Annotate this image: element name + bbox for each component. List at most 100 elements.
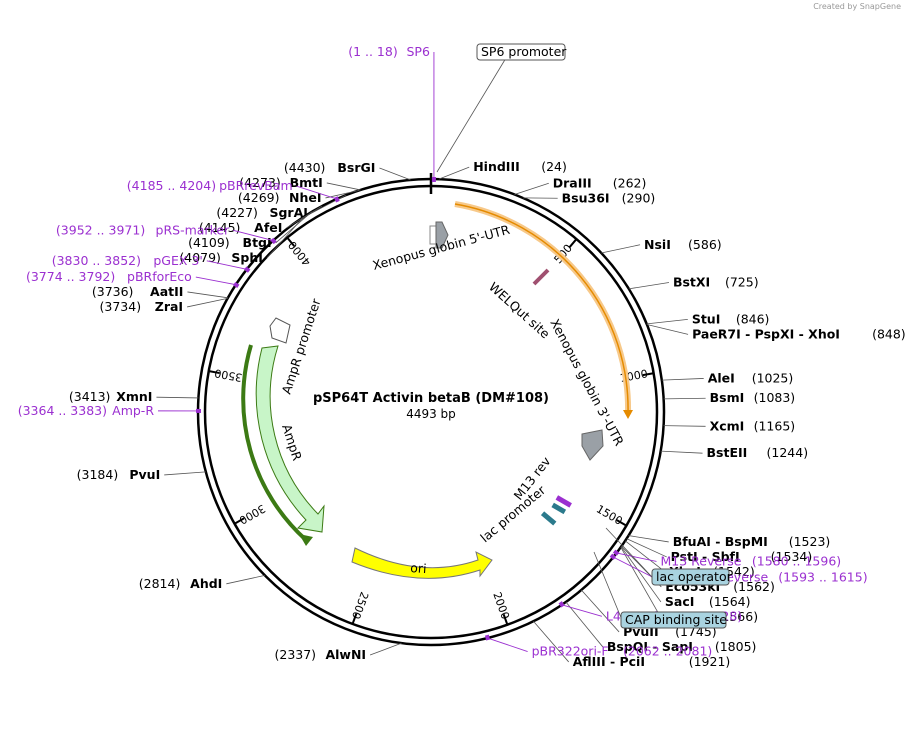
m13-rev-mark[interactable] [555,495,572,508]
restriction-site-label[interactable]: DraIII(262) [553,175,647,190]
restriction-site-label[interactable]: SgrAI(4227) [216,205,308,220]
primer-mark [243,266,251,273]
primer-label[interactable]: pBRforEco(3774 .. 3792) [26,269,192,284]
lac-operator-box[interactable]: lac operator [605,527,733,586]
sp6-promoter-box[interactable]: SP6 promoter [436,43,567,173]
primer-label[interactable]: pRS-marker(3952 .. 3971) [56,222,230,237]
restriction-site-label[interactable]: HindIII(24) [473,159,567,174]
restriction-site-label[interactable]: XmnI(3413) [69,389,153,404]
lac-operator-mark[interactable] [551,502,567,515]
primer-leader-line [616,552,657,562]
site-name: BsrGI [337,160,375,175]
primer-mark [334,196,340,203]
restriction-site-label[interactable]: AfeI(4145) [199,220,283,235]
restriction-site-label[interactable]: AflIII - PciI(1921) [573,654,731,669]
site-coord: (1025) [752,370,794,385]
restriction-site-label[interactable]: BsrGI (4430) [284,160,376,175]
restriction-site-label[interactable]: PvuI(3184) [77,467,161,482]
primer-mark [270,237,277,245]
site-coord: (846) [736,311,770,326]
site-name: SgrAI [269,205,307,220]
site-leader-line [164,471,206,476]
primer-label[interactable]: pBR322ori-F(2062 .. 2081) [532,644,713,659]
site-name: ZraI [155,299,183,314]
restriction-site-label[interactable]: AatII(3736) [92,284,184,299]
primer-mark [233,281,240,289]
primer-coord: (1580 .. 1596) [752,553,841,568]
restriction-site-label[interactable]: BspQI - SapI(1805) [607,639,757,654]
site-name: NheI [289,190,322,205]
site-coord: (586) [688,237,722,252]
site-name: NsiI [644,237,671,252]
xenopus-5utr-arrow[interactable] [435,221,449,249]
site-name: BmtI [290,175,323,190]
restriction-site-label[interactable]: PaeR7I - PspXI - XhoI(848) [692,326,906,341]
welqut-label: WELQut site [486,279,553,341]
primer-name: pBRrevBam [219,178,293,193]
ampr-outer-arc[interactable] [241,344,308,542]
site-name: BspQI - SapI [607,639,693,654]
xenopus-3utr-arrow[interactable] [581,429,604,461]
site-leader-line [187,297,228,308]
restriction-site-label[interactable]: XcmI (1165) [710,418,796,433]
site-coord: (725) [725,274,759,289]
restriction-site-label[interactable]: StuI(846) [692,311,770,326]
site-coord: (4430) [284,160,326,175]
primer-name: pGEX 3' [153,253,202,268]
site-coord: (2337) [274,647,316,662]
primer-label[interactable]: Amp-R(3364 .. 3383) [18,403,155,418]
primer-label[interactable]: pBRrevBam(4185 .. 4204) [127,178,293,193]
plasmid-name: pSP64T Activin betaB (DM#108) [313,391,549,406]
primer-name: pBR322ori-F [532,644,609,659]
restriction-site-label[interactable]: NsiI (586) [644,237,722,252]
restriction-site-label[interactable]: NheI (4269) [238,190,322,205]
restriction-sites: HindIII(24)DraIII(262)Bsu36I(290) NsiI (58… [69,159,906,669]
primer-coord: (1 .. 18) [348,44,398,59]
site-name: Bsu36I [562,190,610,205]
cap-binding-box[interactable]: CAP binding site [593,551,727,629]
tick-label: 3000 [237,502,268,527]
site-name: AlwNI [325,647,366,662]
lac-promoter-mark[interactable] [540,511,557,526]
ori-arrow[interactable] [351,547,493,579]
site-name: BstEII [707,445,748,460]
site-name: SphI [231,250,263,265]
site-name: AleI [708,370,735,385]
restriction-site-label[interactable]: BsmI(1083) [710,390,796,405]
site-coord: (1165) [754,418,796,433]
restriction-site-label[interactable]: BfuAI - BspMI(1523) [673,534,831,549]
site-coord: (3184) [77,467,119,482]
restriction-site-label[interactable]: ZraI (3734) [100,299,184,314]
site-leader-line [628,282,670,290]
restriction-site-label[interactable]: SacI(1564) [665,594,751,609]
site-leader-line [646,318,688,325]
site-leader-line [369,642,402,656]
ampr-gene-arrow[interactable] [255,345,325,533]
tick-mark [502,614,508,625]
restriction-site-label[interactable]: AleI (1025) [708,370,794,385]
restriction-site-label[interactable]: AlwNI (2337) [274,647,366,662]
welqut-site-mark[interactable] [532,268,550,286]
primer-label[interactable]: SP6(1 .. 18) [348,44,430,59]
site-coord: (3413) [69,389,111,404]
restriction-site-label[interactable]: PstI - SbfI(1534) [671,549,813,564]
primer-label[interactable]: pGEX 3' (3830 .. 3852) [52,253,203,268]
site-coord: (1083) [754,390,796,405]
ampr-promoter-arrow[interactable] [269,317,291,344]
site-coord: (4269) [238,190,280,205]
restriction-site-label[interactable]: BstXI(725) [673,274,759,289]
tick-mark [568,239,577,249]
tick-mark [642,372,653,377]
restriction-site-label[interactable]: AhdI(2814) [139,576,223,591]
restriction-site-label[interactable]: BstEII(1244) [707,445,809,460]
site-leader-line [620,547,661,618]
primer-label[interactable]: M13 Reverse(1580 .. 1596) [660,553,841,568]
restriction-site-label[interactable]: Bsu36I(290) [562,190,656,205]
site-leader-line [663,397,706,400]
primer-coord: (3830 .. 3852) [52,253,141,268]
site-coord: (3734) [100,299,142,314]
site-leader-line [601,244,641,254]
site-name: SacI [665,594,695,609]
site-coord: (4109) [188,235,230,250]
site-name: XcmI [710,418,745,433]
